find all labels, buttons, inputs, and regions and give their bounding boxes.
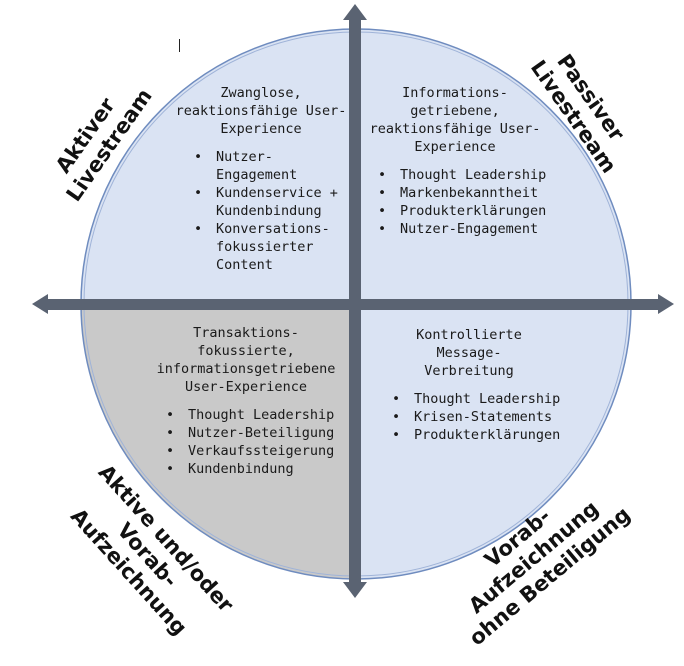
arrow-down-icon <box>343 582 367 598</box>
list-item: Thought Leadership <box>392 390 564 408</box>
list-item: Kundenbindung <box>166 460 344 478</box>
quadrant-title: Zwanglose, reaktionsfähige User- Experie… <box>175 85 347 137</box>
list-item: Verkaufssteigerung <box>166 442 344 460</box>
list-item: Produkterklärungen <box>392 426 564 444</box>
list-item: Nutzer-Beteiligung <box>166 424 344 442</box>
arrow-right-icon <box>658 294 674 314</box>
bullet-list: Thought Leadership Markenbekanntheit Pro… <box>360 166 550 238</box>
list-item: Thought Leadership <box>378 166 550 184</box>
list-item: Produkterklärungen <box>378 202 550 220</box>
list-item: Nutzer-Engagement <box>378 220 550 238</box>
bullet-list: Thought Leadership Nutzer-Beteiligung Ve… <box>148 406 344 478</box>
bullet-list: Thought Leadership Krisen-Statements Pro… <box>374 390 564 444</box>
quadrant-title: Informations- getriebene, reaktionsfähig… <box>369 85 541 155</box>
bullet-list: Nutzer- Engagement Kundenservice + Kunde… <box>168 148 354 274</box>
quadrant-bottom-left: Transaktions- fokussierte, informationsg… <box>148 324 344 478</box>
quadrant-title: Transaktions- fokussierte, informationsg… <box>156 325 336 395</box>
quadrant-bottom-right: Kontrollierte Message- Verbreitung Thoug… <box>374 326 564 444</box>
list-item: Krisen-Statements <box>392 408 564 426</box>
list-item: Konversations- fokussierter Content <box>194 220 354 274</box>
list-item: Thought Leadership <box>166 406 344 424</box>
text-cursor <box>179 39 180 52</box>
quadrant-top-right: Informations- getriebene, reaktionsfähig… <box>360 84 550 238</box>
list-item: Kundenservice + Kundenbindung <box>194 184 354 220</box>
arrow-up-icon <box>343 4 367 20</box>
quadrant-title: Kontrollierte Message- Verbreitung <box>416 327 522 379</box>
horizontal-axis <box>46 299 660 310</box>
list-item: Nutzer- Engagement <box>194 148 354 184</box>
arrow-left-icon <box>32 294 48 314</box>
list-item: Markenbekanntheit <box>378 184 550 202</box>
quadrant-top-left: Zwanglose, reaktionsfähige User- Experie… <box>168 84 354 274</box>
